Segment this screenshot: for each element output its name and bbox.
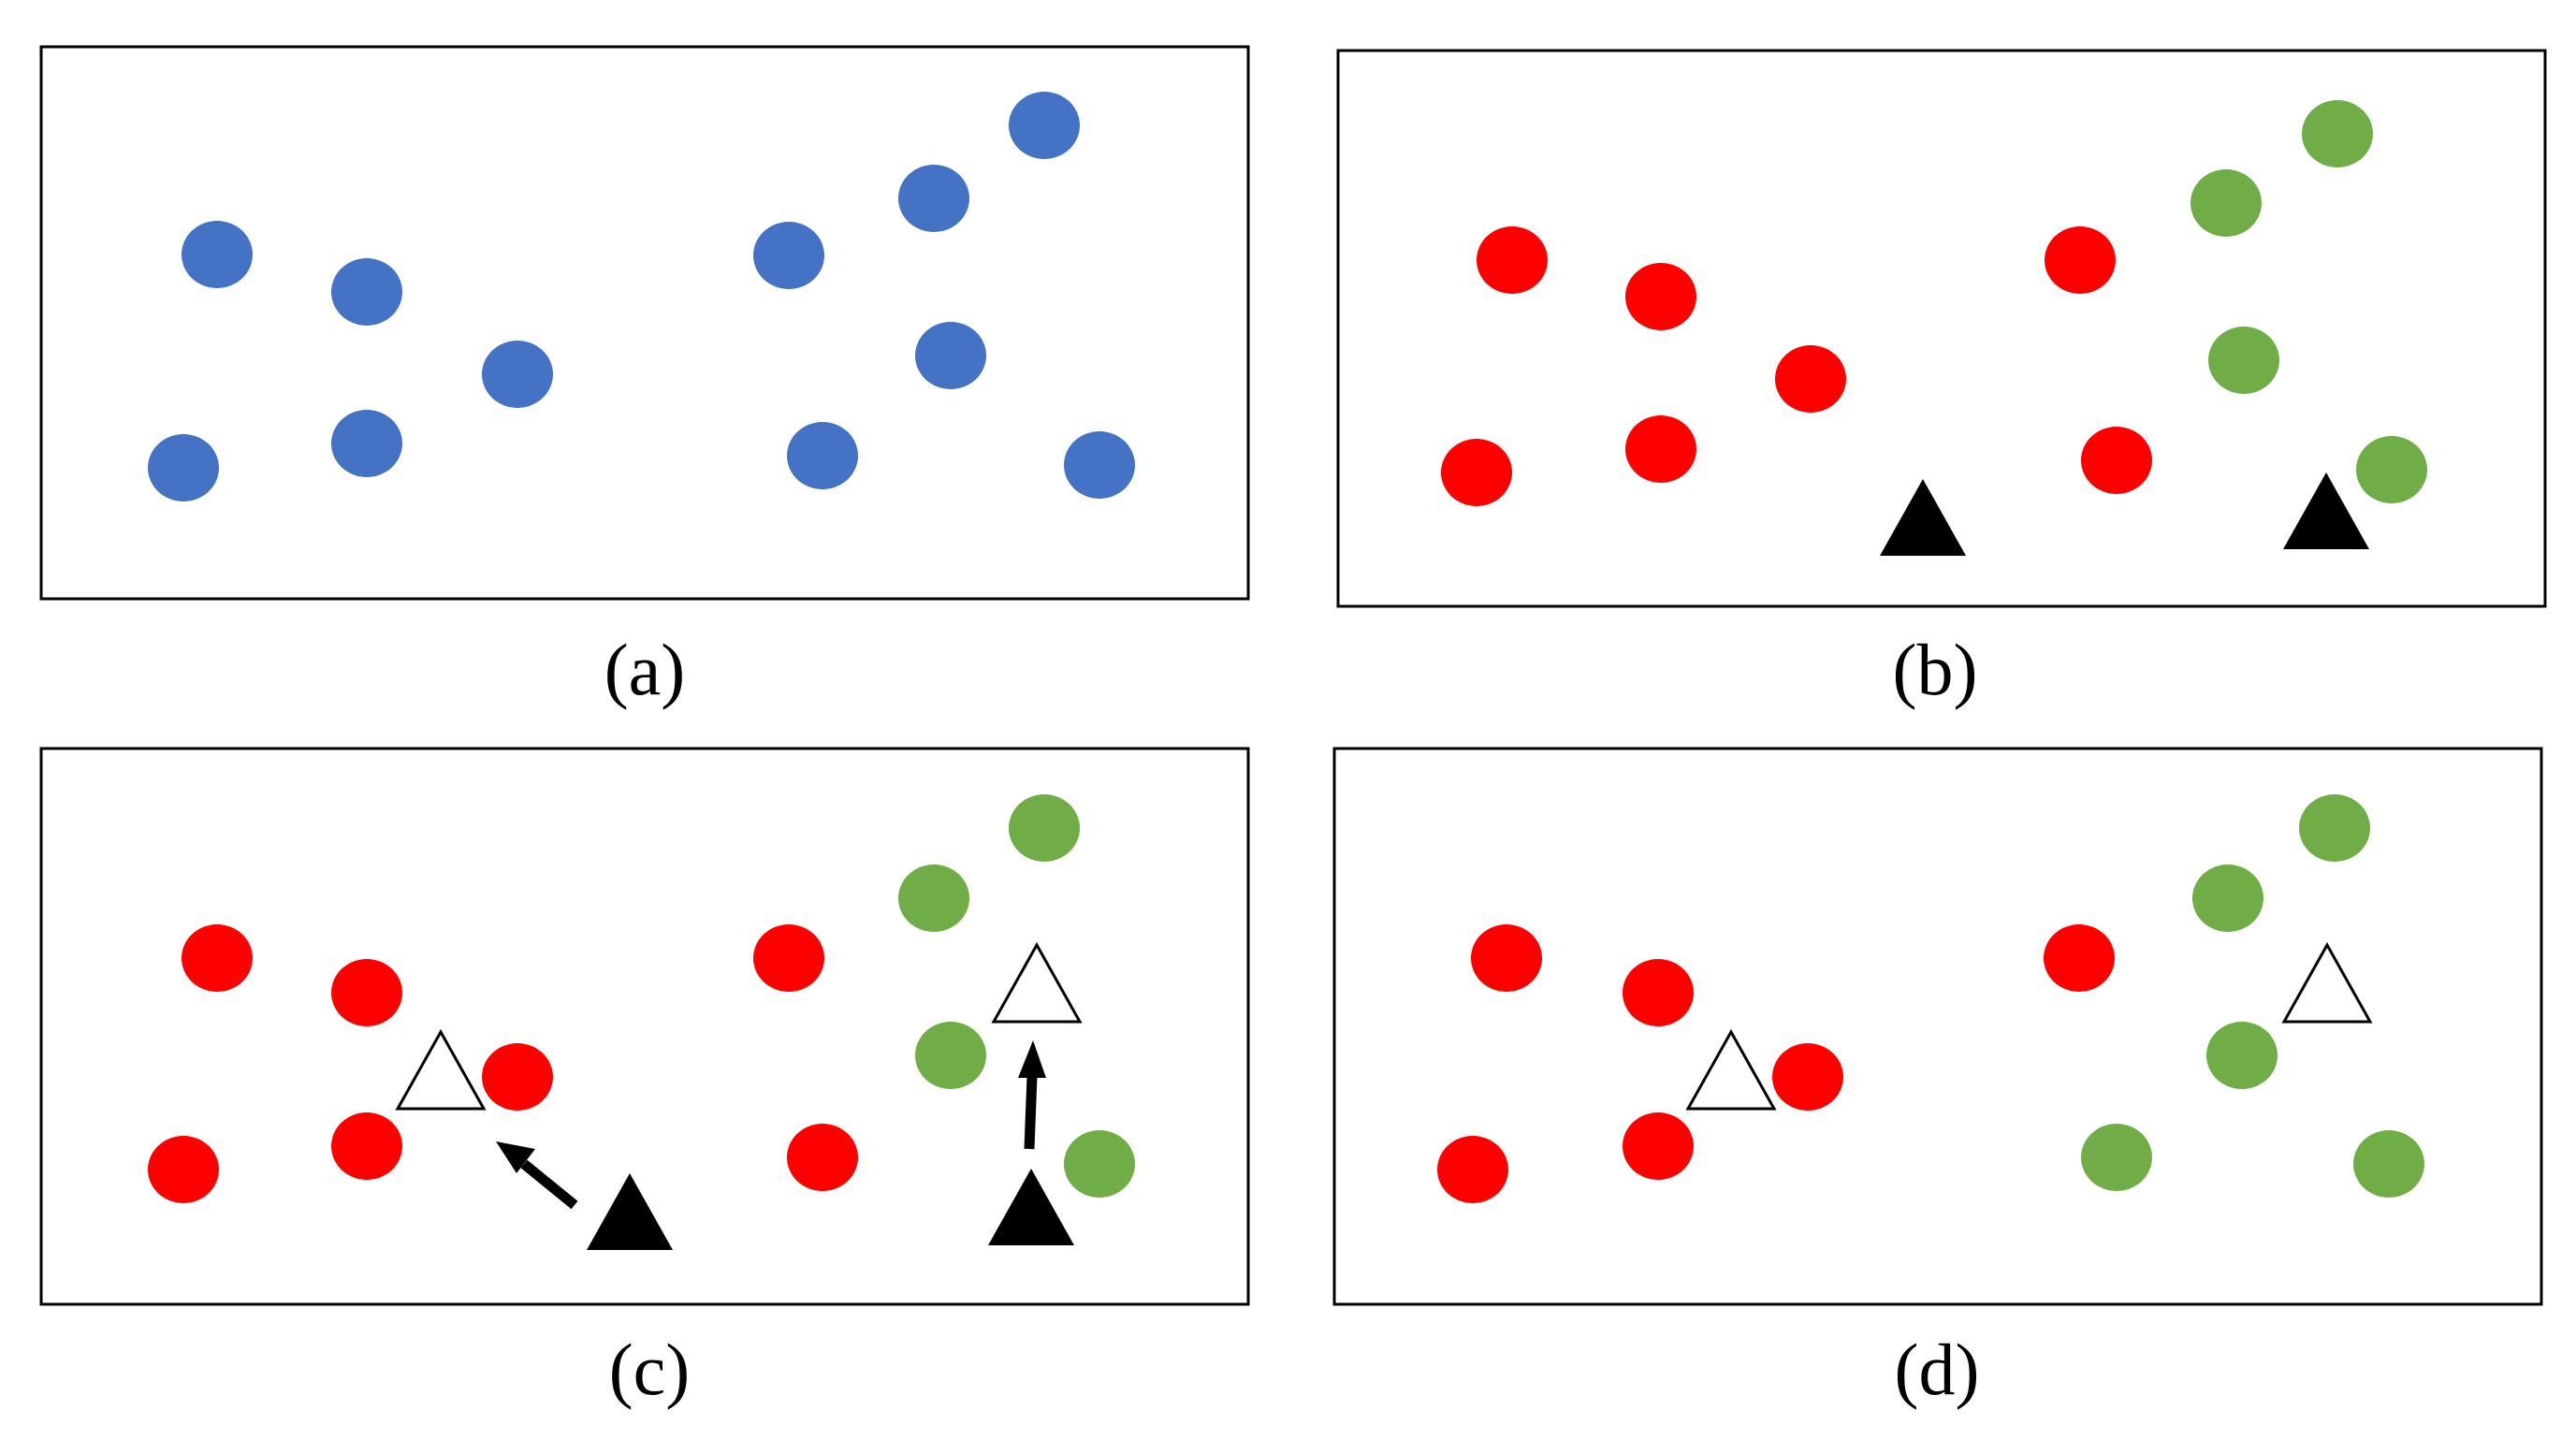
panel-a-point-3 [482, 341, 553, 408]
panel-b-point-11 [2356, 436, 2427, 503]
panel-b-point-4 [1441, 439, 1512, 506]
panel-b-point-1 [1477, 226, 1548, 294]
panel-d-frame [1332, 747, 2543, 1306]
panel-d-centroid-2 [2281, 941, 2373, 1024]
panel-b-point-3 [1775, 345, 1846, 413]
panel-a-point-7 [898, 165, 969, 232]
panel-d-centroids [1685, 941, 2373, 1111]
panel-a-point-1 [182, 221, 253, 288]
panel-d-points [1437, 794, 2424, 1203]
panel-c-point-11 [1064, 1130, 1135, 1198]
panel-a-point-6 [753, 222, 824, 289]
panel-a-caption: (a) [604, 629, 686, 710]
panel-d-point-11 [2353, 1130, 2424, 1198]
panel-c-move-arrow-2 [1018, 1040, 1046, 1150]
panel-a-point-8 [1009, 92, 1080, 159]
panel-c-point-5 [331, 1112, 402, 1180]
panel-d-point-2 [1623, 959, 1694, 1026]
panel-c: (c) [39, 747, 1250, 1410]
panel-b-frame [1336, 49, 2547, 608]
panel-b-point-6 [2045, 226, 2116, 294]
panel-c-new-centroid-2 [991, 941, 1083, 1024]
panel-d-point-3 [1772, 1043, 1843, 1111]
panel-d-caption: (d) [1895, 1329, 1980, 1410]
panel-d-point-4 [1437, 1136, 1508, 1203]
panel-c-point-10 [915, 1022, 986, 1089]
panel-c-point-9 [1009, 794, 1080, 862]
panel-b-centroids [1880, 472, 2369, 556]
panel-a-point-10 [787, 422, 858, 489]
panel-d-point-9 [2206, 1022, 2278, 1089]
panel-d-point-5 [1623, 1112, 1694, 1180]
panel-a-point-9 [915, 322, 986, 389]
panel-b-point-8 [2190, 169, 2262, 237]
panel-c-frame [39, 747, 1250, 1306]
panel-a-point-5 [331, 410, 402, 477]
panel-d-point-7 [2192, 865, 2263, 932]
panel-d: (d) [1332, 747, 2543, 1410]
panel-a-frame [39, 45, 1250, 601]
panel-d-centroid-1 [1685, 1028, 1777, 1111]
panel-c-point-8 [898, 865, 969, 932]
panel-c-point-2 [331, 959, 402, 1026]
panel-b-centroid-2 [2283, 472, 2369, 549]
panel-b-caption: (b) [1893, 629, 1978, 710]
panel-d-point-10 [2081, 1124, 2152, 1191]
panel-b-point-9 [2302, 100, 2373, 167]
panel-b-point-2 [1625, 263, 1696, 330]
panel-a-point-4 [148, 434, 219, 501]
panel-b-point-7 [2081, 427, 2152, 494]
panel-b: (b) [1336, 49, 2547, 710]
panel-b-centroid-1 [1880, 479, 1966, 556]
panel-c-point-3 [482, 1043, 553, 1111]
panel-d-point-1 [1471, 924, 1542, 992]
panel-c-caption: (c) [609, 1329, 691, 1410]
panel-a: (a) [39, 45, 1250, 710]
panel-c-point-6 [753, 924, 824, 992]
panel-a-point-11 [1064, 431, 1135, 499]
panel-c-new-centroid-1 [395, 1028, 487, 1111]
panel-d-point-6 [2044, 924, 2115, 992]
panel-c-move-arrow-1 [496, 1141, 578, 1210]
panel-c-old-centroid-1 [587, 1173, 673, 1250]
panel-b-point-10 [2208, 327, 2279, 394]
panel-b-point-5 [1625, 415, 1696, 483]
panel-c-point-1 [182, 924, 253, 992]
panel-d-point-8 [2299, 794, 2370, 862]
panel-a-points [148, 92, 1135, 501]
panel-c-points [148, 794, 1135, 1203]
panel-c-point-7 [787, 1124, 858, 1191]
panel-c-point-4 [148, 1136, 219, 1203]
panel-c-old-centroid-2 [988, 1169, 1074, 1245]
panel-b-points [1441, 100, 2427, 506]
panel-c-centroids [395, 941, 1083, 1250]
panel-a-point-2 [331, 258, 402, 326]
